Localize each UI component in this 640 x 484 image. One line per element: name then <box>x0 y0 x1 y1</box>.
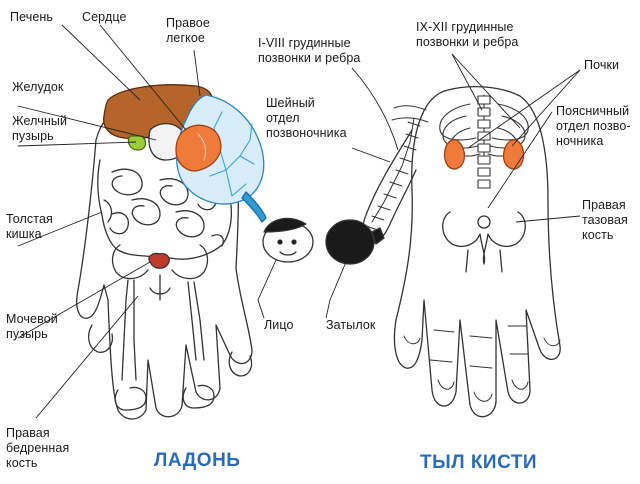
caption-back: ТЫЛ КИСТИ <box>420 452 538 473</box>
gallbladder <box>127 135 147 151</box>
rib-cage-back <box>439 94 529 189</box>
label-femur: Правая бедренная кость <box>6 426 70 470</box>
label-thoracic-upper: I-VIII грудинные позвонки и ребра <box>258 36 361 65</box>
heart <box>175 124 222 172</box>
label-colon: Толстая кишка <box>6 212 53 241</box>
caption-palm: ЛАДОНЬ <box>154 450 241 471</box>
back-hand-outline <box>393 86 561 418</box>
bladder <box>148 252 170 269</box>
label-cervical: Шейный отдел позвоночника <box>266 96 347 140</box>
leader-lines <box>17 24 581 419</box>
label-heart: Сердце <box>82 10 127 24</box>
femur-bones <box>87 279 253 411</box>
label-occiput: Затылок <box>326 318 376 332</box>
label-bladder: Мочевой пузырь <box>6 312 58 341</box>
occiput-head <box>325 219 385 265</box>
label-stomach: Желудок <box>12 80 64 94</box>
label-face: Лицо <box>264 318 294 332</box>
label-pelvis: Правая тазовая кость <box>582 198 628 242</box>
trachea <box>241 191 267 223</box>
label-gallbladder: Желчный пузырь <box>12 114 68 143</box>
finger-details-back <box>403 325 561 402</box>
pelvis-back <box>442 211 526 273</box>
label-lumbar: Поясничный отдел позво- ночника <box>556 104 631 148</box>
label-thoracic-lower: IX-XII грудинные позвонки и ребра <box>416 20 519 49</box>
label-right-lung: Правое легкое <box>166 16 210 45</box>
pelvis-bones-left <box>111 244 209 301</box>
spine-back <box>365 105 429 231</box>
label-liver: Печень <box>10 10 54 24</box>
face-head <box>262 217 314 263</box>
label-kidneys: Почки <box>584 58 620 72</box>
